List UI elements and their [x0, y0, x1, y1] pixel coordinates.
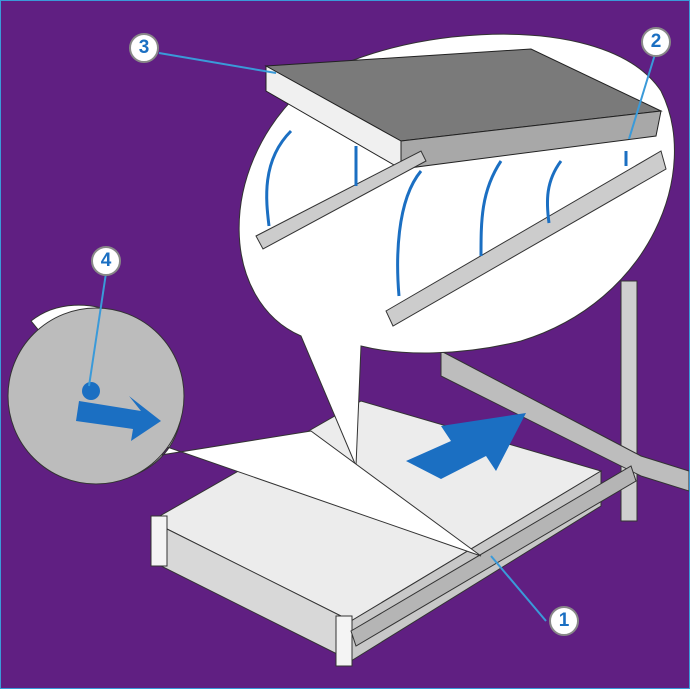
callout-4: 4	[91, 246, 121, 276]
inset-arrow-icon	[76, 396, 161, 441]
rail-front	[350, 465, 637, 647]
rail-rear	[440, 350, 689, 492]
callout-1: 1	[549, 606, 579, 636]
callout-2: 2	[641, 27, 671, 57]
detail-arrows	[265, 129, 628, 297]
detail-chassis-side	[400, 110, 662, 170]
detail-rail-right	[385, 150, 667, 327]
inset-button	[82, 382, 100, 400]
server-ear-left	[150, 515, 168, 567]
server-ear-right	[335, 615, 353, 667]
push-arrow-icon	[406, 413, 526, 479]
detail-rail-left	[255, 150, 427, 250]
callout-3: 3	[129, 33, 159, 63]
